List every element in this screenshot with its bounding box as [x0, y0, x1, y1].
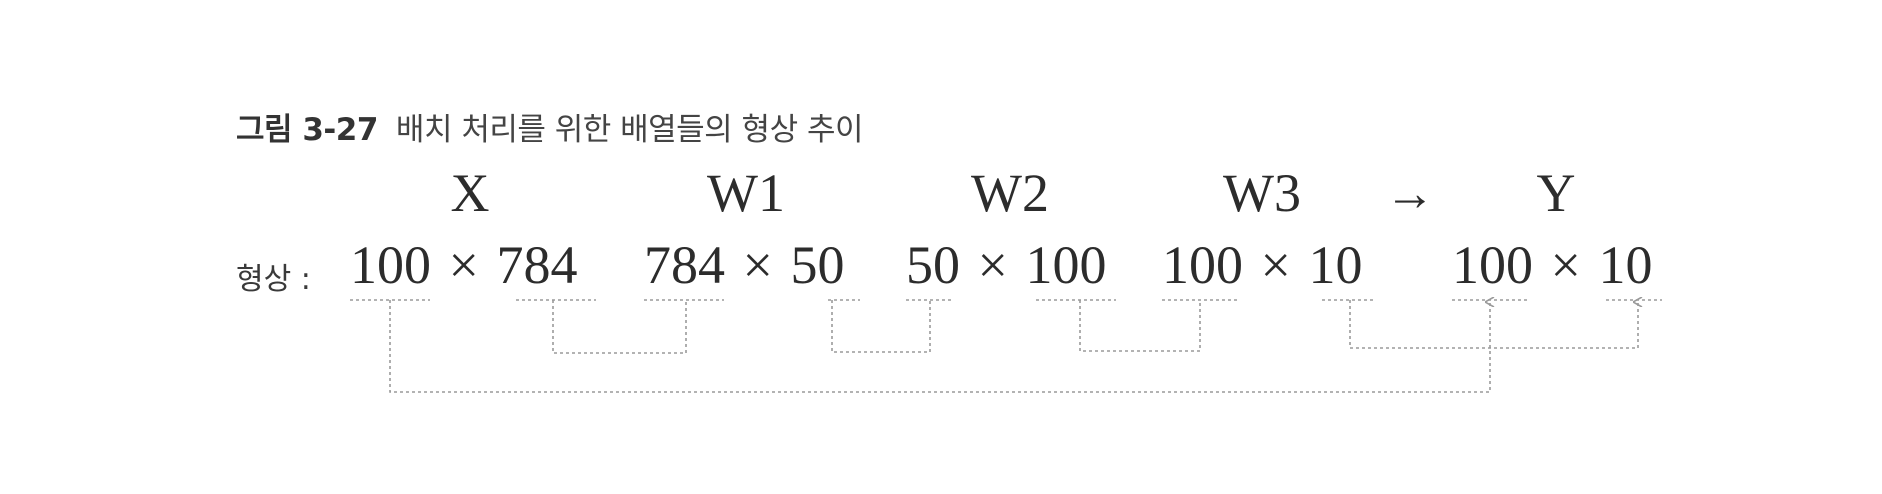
array-name-w2: W2 [971, 163, 1049, 223]
figure-title: 배치 처리를 위한 배열들의 형상 추이 [395, 112, 864, 148]
connector-w3-y [1349, 300, 1638, 349]
arrow-right-icon: → [1385, 165, 1435, 221]
connector-w1-w2 [831, 300, 931, 353]
figure-caption: 그림 3-27 배치 처리를 위한 배열들의 형상 추이 [236, 104, 864, 149]
shape-label: 형상 : [236, 262, 311, 297]
array-name-w3: W3 [1223, 163, 1301, 223]
array-name-y: Y [1536, 163, 1576, 223]
shape-w3: 100 × 10 [1162, 235, 1363, 295]
connector-w2-w3 [1079, 300, 1201, 352]
connector-x-y [389, 300, 1490, 393]
shape-x: 100 × 784 [350, 235, 578, 295]
shape-w1: 784 × 50 [644, 235, 845, 295]
shape-y: 100 × 10 [1452, 235, 1653, 295]
connector-x-w1 [552, 300, 687, 354]
shape-w2: 50 × 100 [906, 235, 1107, 295]
figure-number: 그림 3-27 [236, 112, 378, 148]
array-name-x: X [450, 163, 490, 223]
array-name-w1: W1 [707, 163, 785, 223]
